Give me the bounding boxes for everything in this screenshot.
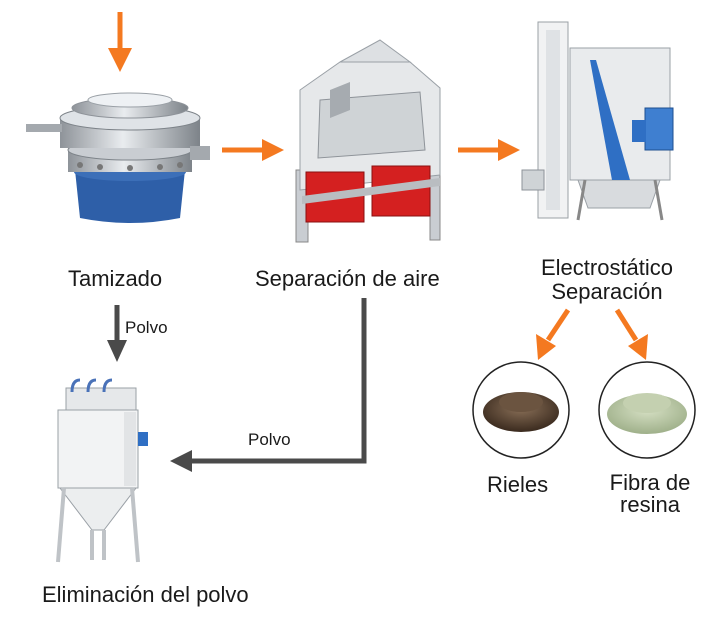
vibrating-sieve-machine [26,92,210,223]
resin-fiber-label: Fibra de resina [598,472,702,516]
dust-removal-label: Eliminación del polvo [42,582,249,607]
input-arrow [108,12,132,72]
arrow-sieving-to-air [222,139,284,161]
arrow-air-to-electrostatic [458,139,520,161]
rails-label: Rieles [487,472,549,497]
air-separation-label: Separación de aire [255,266,440,291]
powder-label-down: Polvo [125,318,168,337]
resin-fiber-product-image [598,361,696,459]
electrostatic-label-line1: Electrostático [540,255,674,280]
arrow-to-resin [614,308,648,360]
rails-product-image [472,361,570,459]
resin-label-line1: Fibra de [609,470,691,495]
dust-collector-machine [56,378,148,563]
electrostatic-separator-machine [521,21,674,221]
powder-arrow-left [170,298,367,472]
arrow-to-rails [536,308,571,360]
resin-label-line2: resina [620,492,680,517]
electrostatic-label-line2: Separación [551,279,663,304]
powder-label-left: Polvo [248,430,291,449]
sieving-label: Tamizado [68,266,163,291]
powder-arrow-down [107,305,127,362]
air-separator-machine [295,39,441,243]
electrostatic-separation-label: Electrostático Separación [512,256,702,304]
